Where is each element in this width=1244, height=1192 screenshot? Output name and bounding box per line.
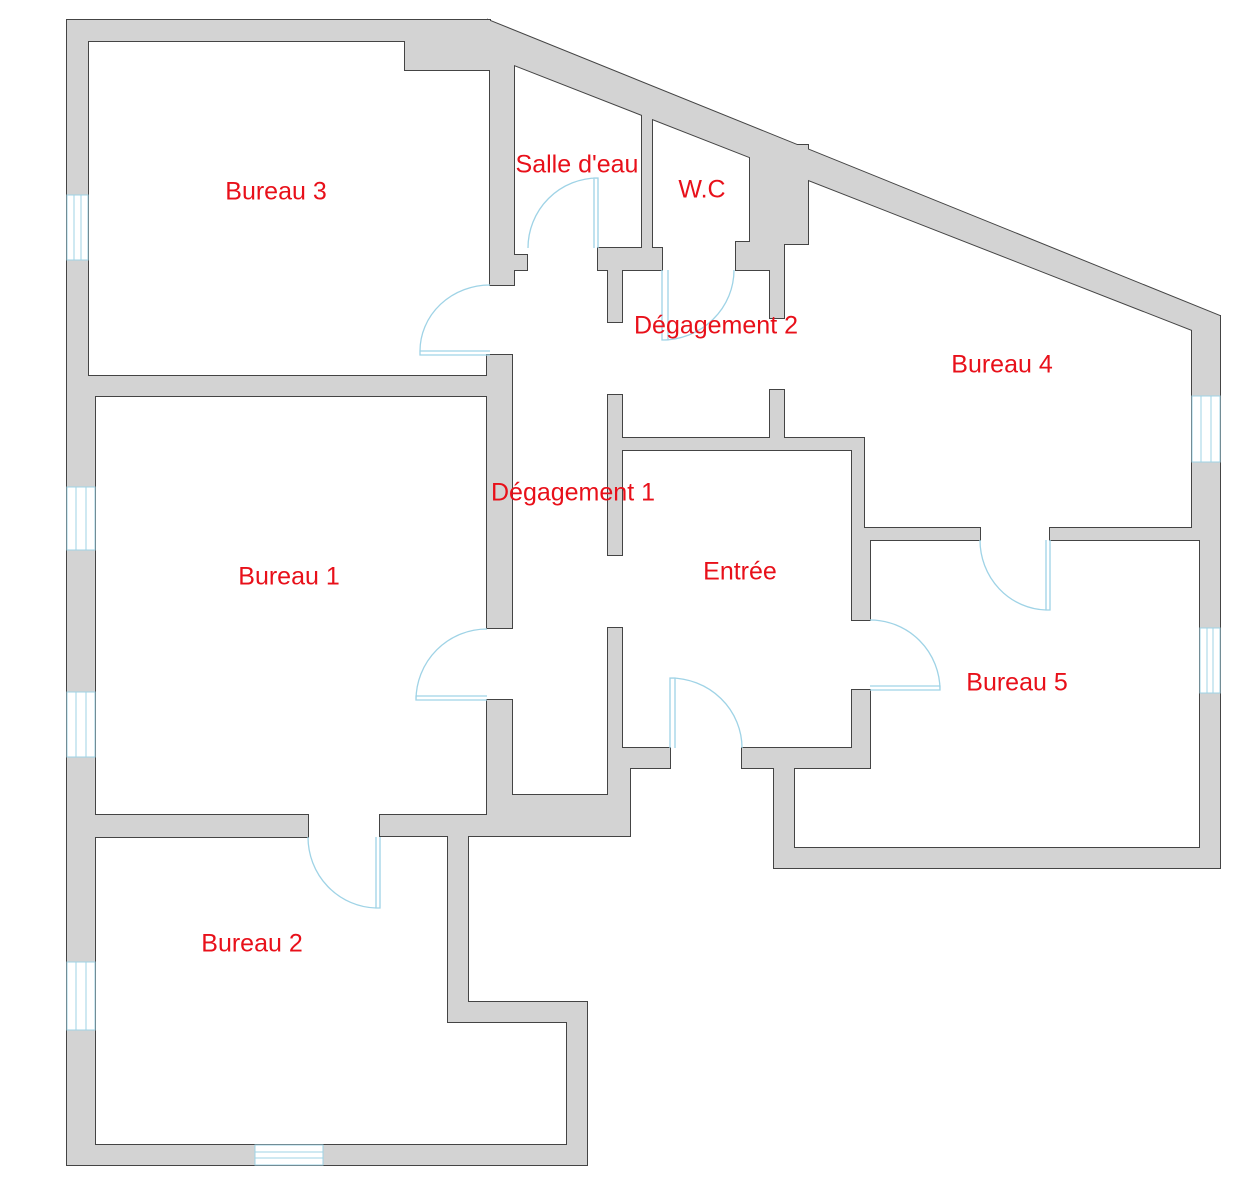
room-label-entree: Entrée — [703, 558, 777, 586]
room-label-bureau1: Bureau 1 — [238, 563, 339, 591]
room-label-degagement1: Dégagement 1 — [491, 479, 655, 507]
door-bureau2[interactable] — [307, 836, 381, 909]
room-label-degagement2: Dégagement 2 — [634, 312, 798, 340]
window-bureau2-south — [254, 1144, 324, 1166]
room-label-bureau2: Bureau 2 — [201, 930, 302, 958]
window-bureau1-lower — [66, 691, 96, 758]
door-bureau3[interactable] — [419, 284, 491, 356]
room-labels: Bureau 3 Salle d'eau W.C Dégagement 2 Bu… — [201, 151, 1067, 958]
door-entree[interactable] — [669, 677, 743, 749]
window-bureau5 — [1199, 627, 1221, 694]
room-label-bureau5: Bureau 5 — [966, 669, 1067, 697]
window-bureau4 — [1191, 395, 1221, 463]
doors — [307, 177, 1051, 909]
door-salle-deau[interactable] — [527, 177, 599, 249]
windows — [66, 194, 1221, 1166]
window-bureau3 — [66, 194, 89, 261]
room-label-salle-deau: Salle d'eau — [516, 151, 639, 179]
room-label-wc: W.C — [678, 176, 725, 204]
door-wc[interactable] — [661, 269, 735, 341]
door-bureau4-bureau5[interactable] — [979, 539, 1051, 611]
door-bureau1[interactable] — [415, 628, 488, 701]
window-bureau1-upper — [66, 486, 96, 551]
room-label-bureau4: Bureau 4 — [951, 351, 1053, 379]
window-bureau2-west — [66, 961, 96, 1031]
door-bureau5-entree[interactable] — [869, 619, 941, 691]
room-label-bureau3: Bureau 3 — [225, 178, 326, 206]
